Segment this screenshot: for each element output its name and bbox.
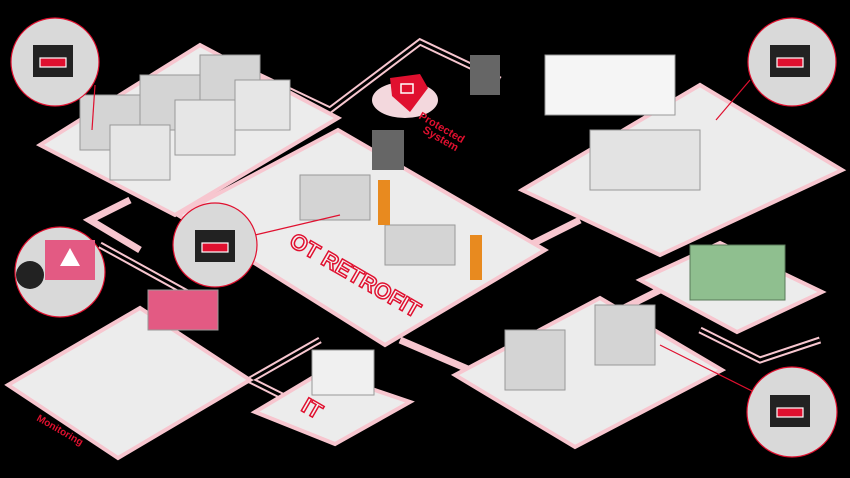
network-device-icon — [776, 407, 804, 418]
network-device-icon — [201, 242, 229, 253]
robot-arms — [378, 180, 482, 280]
callout-operator-warning — [14, 226, 106, 318]
forklifts — [372, 55, 500, 170]
warning-icon — [60, 248, 80, 266]
machines — [79, 54, 786, 396]
network-device-icon — [776, 57, 804, 68]
platform-ot-retrofit — [174, 127, 549, 348]
callout-device-center — [172, 202, 258, 288]
callout-device-top-left — [10, 17, 100, 107]
platform-monitoring — [4, 305, 254, 461]
callouts — [10, 17, 838, 458]
callout-device-bottom-right — [746, 366, 838, 458]
network-device-icon — [39, 57, 67, 68]
callout-device-top-right — [747, 17, 837, 107]
platform-packaging — [450, 295, 727, 450]
